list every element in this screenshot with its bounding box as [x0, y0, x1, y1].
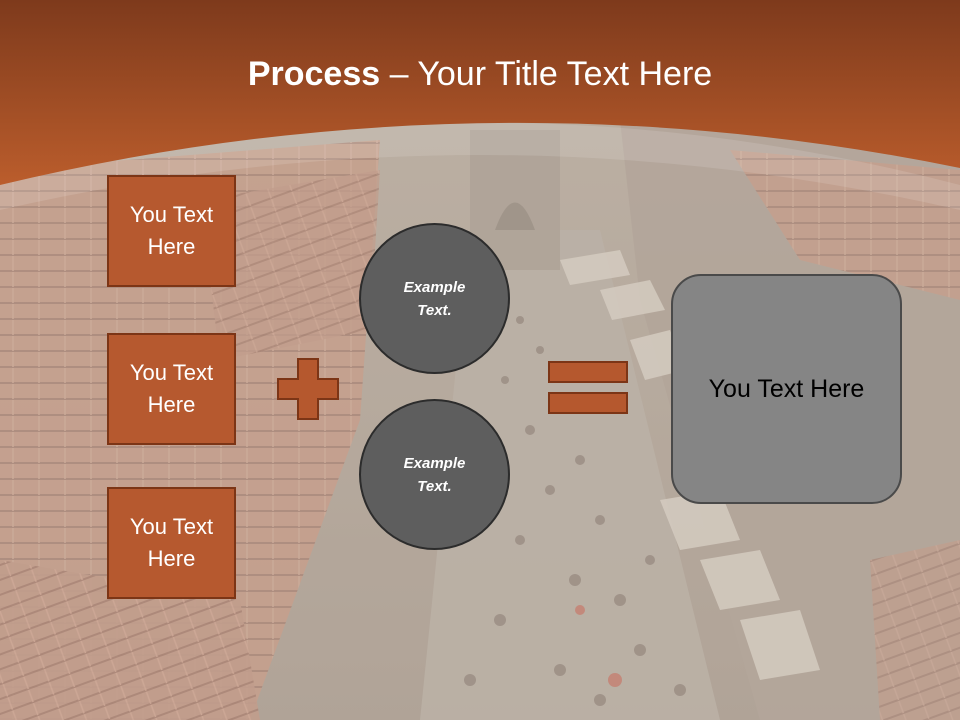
result-label: You Text Here: [708, 374, 865, 403]
text-box-label: You Text Here: [129, 360, 214, 417]
text-box-1[interactable]: You Text Here: [107, 175, 236, 287]
text-box-2[interactable]: You Text Here: [107, 333, 236, 445]
circle-label: Example Text.: [403, 454, 466, 495]
slide-title: Process – Your Title Text Here: [0, 52, 960, 96]
text-box-label: You Text Here: [129, 514, 214, 571]
text-box-label: You Text Here: [129, 202, 214, 259]
circle-label: Example Text.: [403, 278, 466, 319]
result-box[interactable]: You Text Here: [671, 274, 902, 504]
text-box-3[interactable]: You Text Here: [107, 487, 236, 599]
example-circle-1[interactable]: Example Text.: [359, 223, 510, 374]
plus-icon: [277, 358, 339, 420]
title-banner: [0, 0, 960, 185]
title-rest: – Your Title Text Here: [380, 55, 713, 93]
example-circle-2[interactable]: Example Text.: [359, 399, 510, 550]
equals-icon: [548, 361, 628, 414]
title-bold: Process: [247, 55, 381, 93]
